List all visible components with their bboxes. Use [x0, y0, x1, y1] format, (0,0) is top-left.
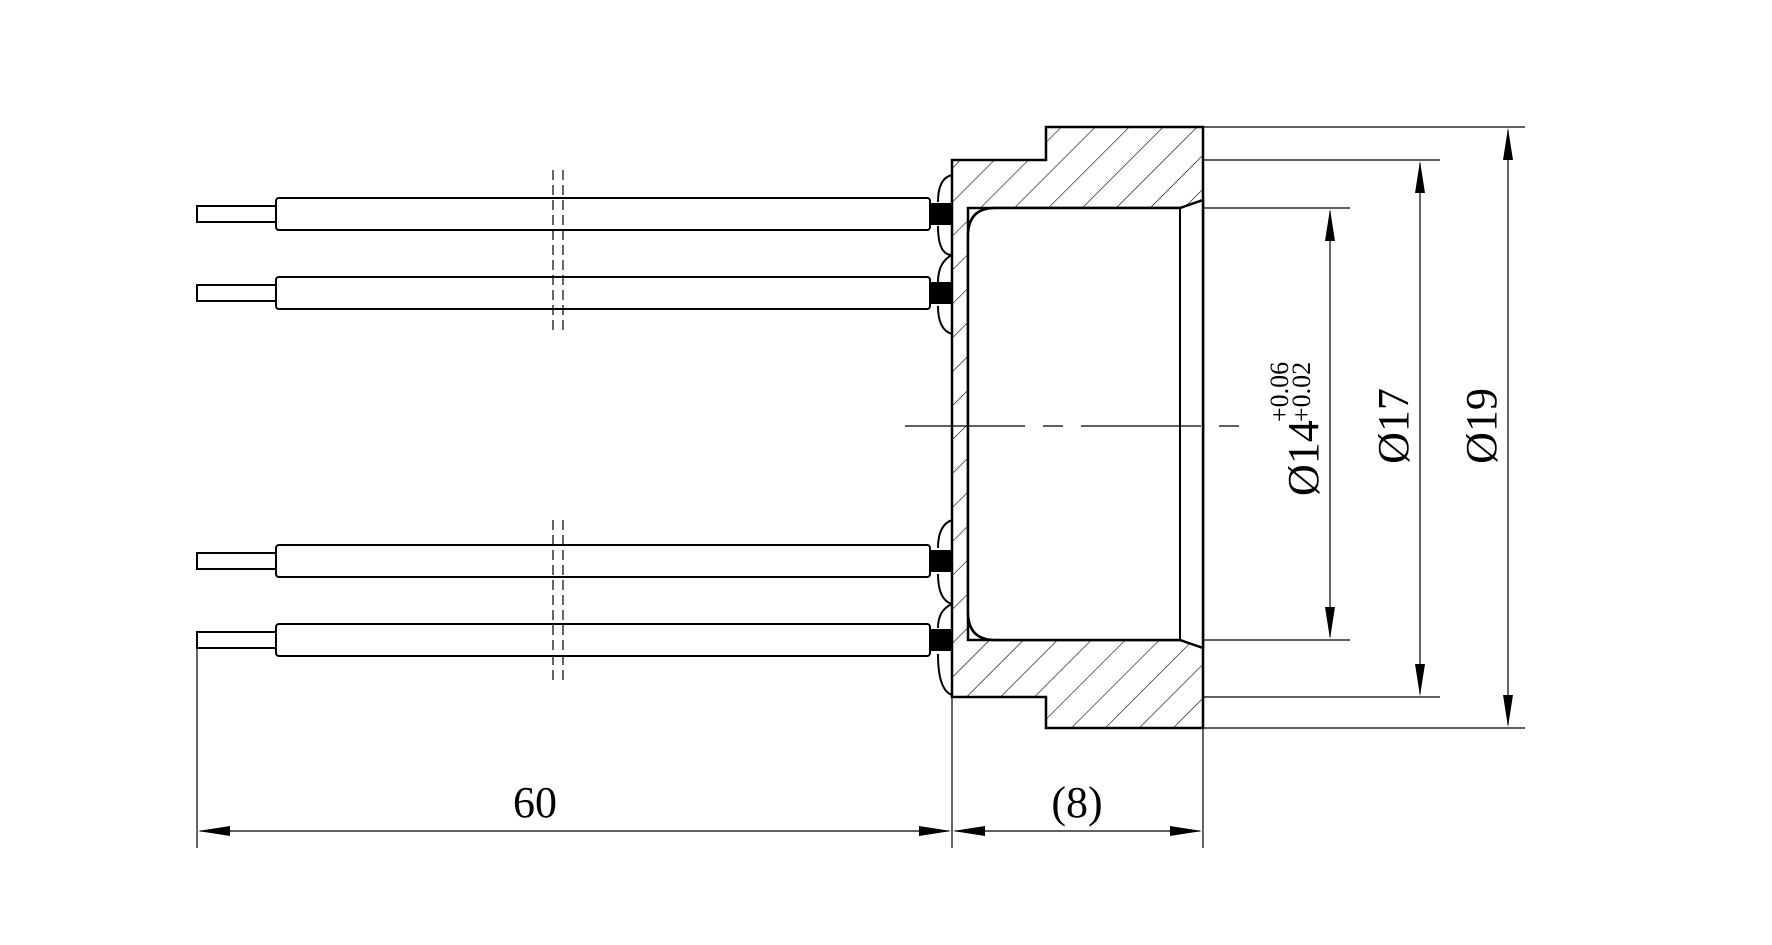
mid-diameter-label: Ø17 [1369, 388, 1418, 464]
wire-2-tip [196, 284, 277, 302]
wire-4 [196, 623, 953, 657]
wire-2-joint [929, 282, 953, 304]
wire-3-joint [929, 550, 953, 572]
wire-1 [196, 197, 953, 231]
break-marks [552, 170, 564, 685]
bore-cavity [966, 198, 1205, 650]
wire-4-sleeve [275, 623, 931, 657]
bore-tolerance-upper: +0.06 [1265, 362, 1294, 422]
wire-1-joint [929, 203, 953, 225]
wire-1-tip [196, 205, 277, 223]
wire-3-tip [196, 552, 277, 570]
bore-diameter-label: Ø14 [1279, 420, 1328, 496]
wire-3 [196, 544, 953, 578]
wire-2 [196, 276, 953, 310]
outer-diameter-label: Ø19 [1457, 388, 1506, 464]
bore-tolerance-lower: +0.02 [1287, 362, 1316, 422]
solder-fillets [937, 174, 953, 696]
wire-1-sleeve [275, 197, 931, 231]
wire-2-sleeve [275, 276, 931, 310]
dimension-lines [196, 126, 1525, 848]
body-length-label: (8) [1051, 778, 1102, 827]
dimension-arrows [198, 128, 1513, 836]
wire-3-sleeve [275, 544, 931, 578]
wire-4-tip [196, 631, 277, 649]
wire-4-joint [929, 629, 953, 651]
length-label: 60 [513, 778, 557, 827]
